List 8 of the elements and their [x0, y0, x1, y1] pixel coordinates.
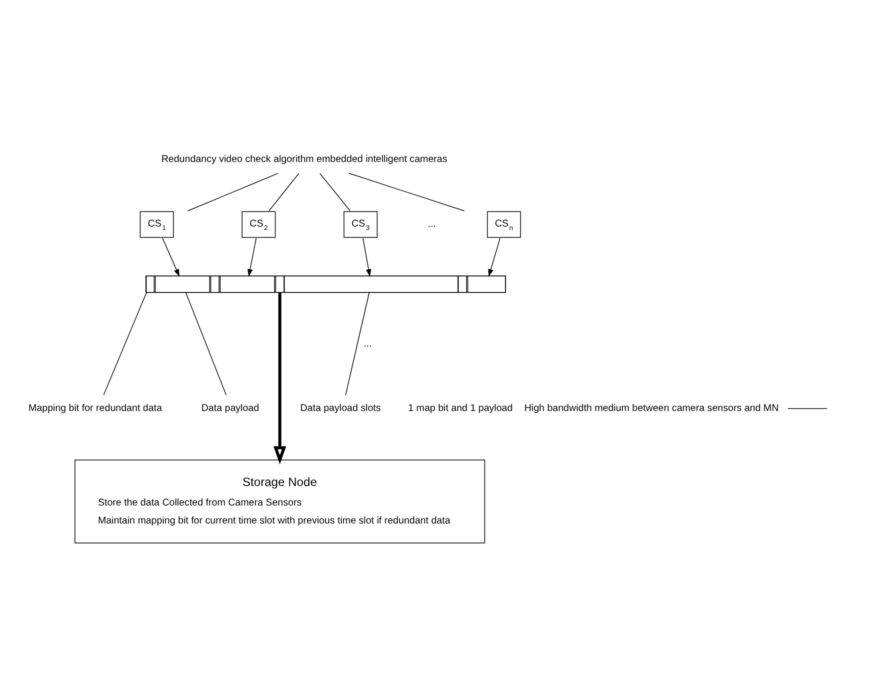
- label: 1 map bit and 1 payload: [408, 403, 513, 414]
- node-text: Data payload slots: [300, 403, 381, 414]
- node-text: High bandwidth medium between camera sensors and MN: [524, 403, 779, 414]
- label: ...: [428, 219, 436, 230]
- node-text: Redundancy video check algorithm embedded intelligent cameras: [161, 154, 448, 166]
- label: ...: [364, 338, 372, 350]
- node-text: Mapping bit for redundant data: [28, 403, 162, 414]
- node-text: Data payload: [201, 403, 260, 414]
